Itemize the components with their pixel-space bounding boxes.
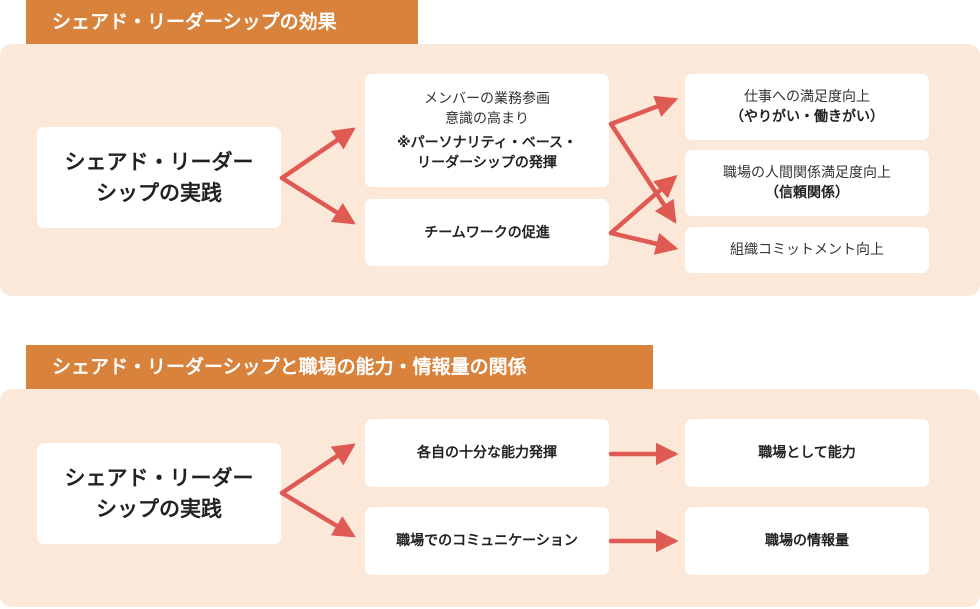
effects-section-title: シェアド・リーダーシップの効果: [26, 0, 418, 44]
job-satisfaction-line-1: 仕事への満足度向上: [744, 89, 870, 105]
communication-box: 職場でのコミュニケーション: [365, 507, 609, 575]
practice-box-1: シェアド・リーダー シップの実践: [37, 127, 281, 228]
participation-box: メンバーの業務参画 意識の高まり ※パーソナリティ・ベース・ リーダーシップの発…: [365, 74, 609, 187]
ability-demonstration-box: 各自の十分な能力発揮: [365, 419, 609, 487]
job-satisfaction-box: 仕事への満足度向上 （やりがい・働きがい）: [685, 74, 929, 140]
relationship-section-title: シェアド・リーダーシップと職場の能力・情報量の関係: [26, 345, 653, 389]
job-satisfaction-line-2: （やりがい・働きがい）: [730, 109, 884, 125]
practice-box-2-line-1: シェアド・リーダー: [64, 465, 254, 490]
teamwork-box: チームワークの促進: [365, 199, 609, 266]
participation-note-line-2: リーダーシップの発揮: [417, 154, 557, 171]
workplace-information-box: 職場の情報量: [685, 507, 929, 575]
workplace-ability-box: 職場として能力: [685, 419, 929, 487]
communication-label: 職場でのコミュニケーション: [396, 533, 578, 549]
participation-note-line-1: ※パーソナリティ・ベース・: [396, 134, 578, 151]
workplace-ability-label: 職場として能力: [758, 445, 856, 461]
participation-line-2: 意識の高まり: [445, 110, 529, 127]
relations-satisfaction-box: 職場の人間関係満足度向上 （信頼関係）: [685, 150, 929, 216]
practice-box-2: シェアド・リーダー シップの実践: [37, 443, 281, 544]
commitment-label: 組織コミットメント向上: [730, 242, 884, 258]
relations-satisfaction-line-1: 職場の人間関係満足度向上: [723, 165, 891, 181]
practice-box-1-line-2: シップの実践: [96, 180, 222, 205]
participation-line-1: メンバーの業務参画: [424, 90, 550, 107]
ability-demonstration-label: 各自の十分な能力発揮: [417, 445, 557, 461]
workplace-information-label: 職場の情報量: [765, 533, 849, 549]
commitment-box: 組織コミットメント向上: [685, 227, 929, 273]
practice-box-1-line-1: シェアド・リーダー: [64, 149, 254, 174]
practice-box-2-line-2: シップの実践: [96, 496, 222, 521]
teamwork-label: チームワークの促進: [424, 224, 550, 241]
relations-satisfaction-line-2: （信頼関係）: [765, 185, 849, 201]
